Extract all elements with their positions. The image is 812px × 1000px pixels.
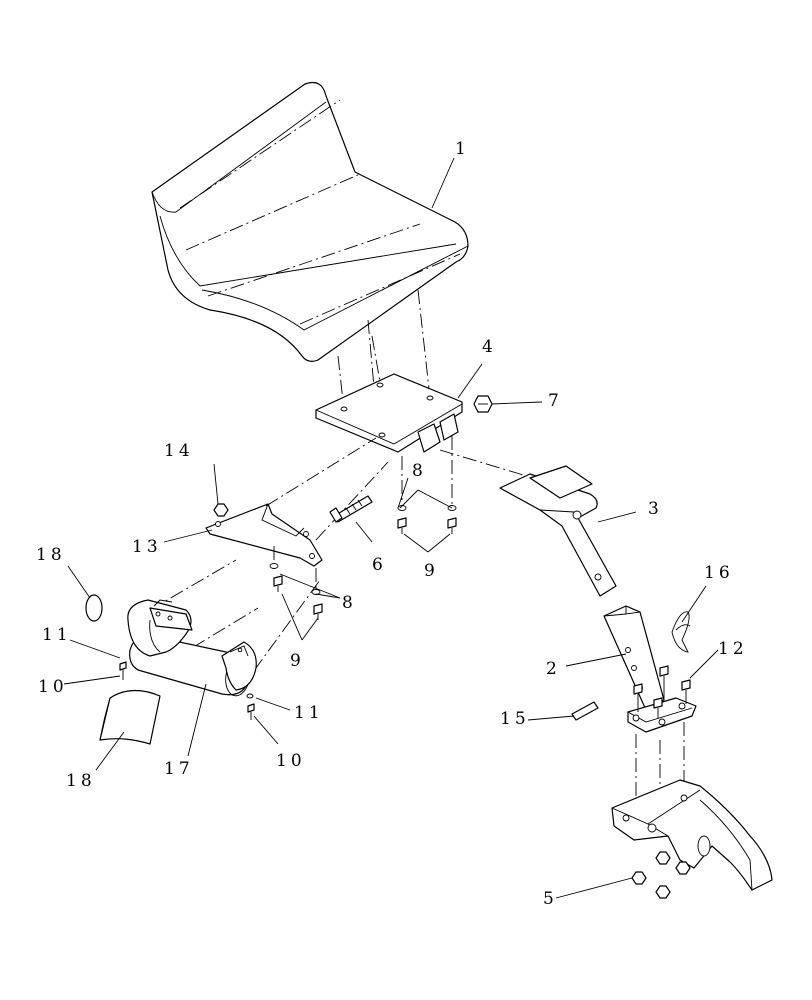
screw-10-left [119, 661, 127, 680]
callout-1: 1 [455, 139, 470, 159]
callout-3: 3 [648, 499, 663, 519]
clamp-11-left [127, 599, 193, 657]
callout-16: 16 [704, 563, 734, 583]
mounting-plate [315, 373, 463, 453]
fasteners-8-9-lower [269, 546, 323, 620]
callout-15: 15 [500, 709, 530, 729]
callout-5: 5 [543, 889, 558, 909]
callout-labels: 1 2 3 4 5 6 7 8 9 8 9 10 10 11 11 12 13 … [36, 139, 748, 909]
seat [151, 81, 469, 362]
nut-14 [213, 503, 229, 517]
seat-mount-centerlines [337, 289, 431, 433]
callout-4: 4 [482, 337, 497, 357]
callout-11-right: 11 [294, 703, 324, 723]
callout-8-lower: 8 [342, 593, 357, 613]
callout-7: 7 [548, 391, 563, 411]
nut-7 [473, 395, 493, 413]
callout-13: 13 [132, 537, 162, 557]
callout-14: 14 [164, 441, 194, 461]
decal-18-wrap [99, 689, 161, 745]
support-post [603, 605, 697, 733]
pin-15 [571, 701, 599, 721]
mounting-bracket [611, 779, 773, 899]
fasteners-8-9 [397, 436, 457, 534]
callout-10-right: 10 [276, 751, 306, 771]
callout-11-left: 11 [42, 625, 72, 645]
screw-10-right [246, 693, 255, 720]
clamp-11-right [221, 641, 257, 691]
bracket-13 [205, 503, 323, 567]
callout-18-lower: 18 [66, 771, 96, 791]
callout-9-upper: 9 [424, 561, 439, 581]
leader-lines [63, 157, 719, 899]
support-arm [499, 465, 617, 597]
callout-2: 2 [546, 659, 561, 679]
decal-18-oval [85, 594, 103, 622]
callout-8-upper: 8 [412, 461, 427, 481]
callout-9-lower: 9 [290, 651, 305, 671]
callout-12: 12 [718, 639, 748, 659]
callout-18-upper: 18 [36, 545, 66, 565]
callout-17: 17 [164, 759, 194, 779]
hair-pin-16 [671, 611, 691, 653]
bracket-centerlines [149, 437, 389, 691]
callout-6: 6 [372, 555, 387, 575]
callout-10-left: 10 [38, 677, 68, 697]
bolt-6 [329, 495, 373, 523]
